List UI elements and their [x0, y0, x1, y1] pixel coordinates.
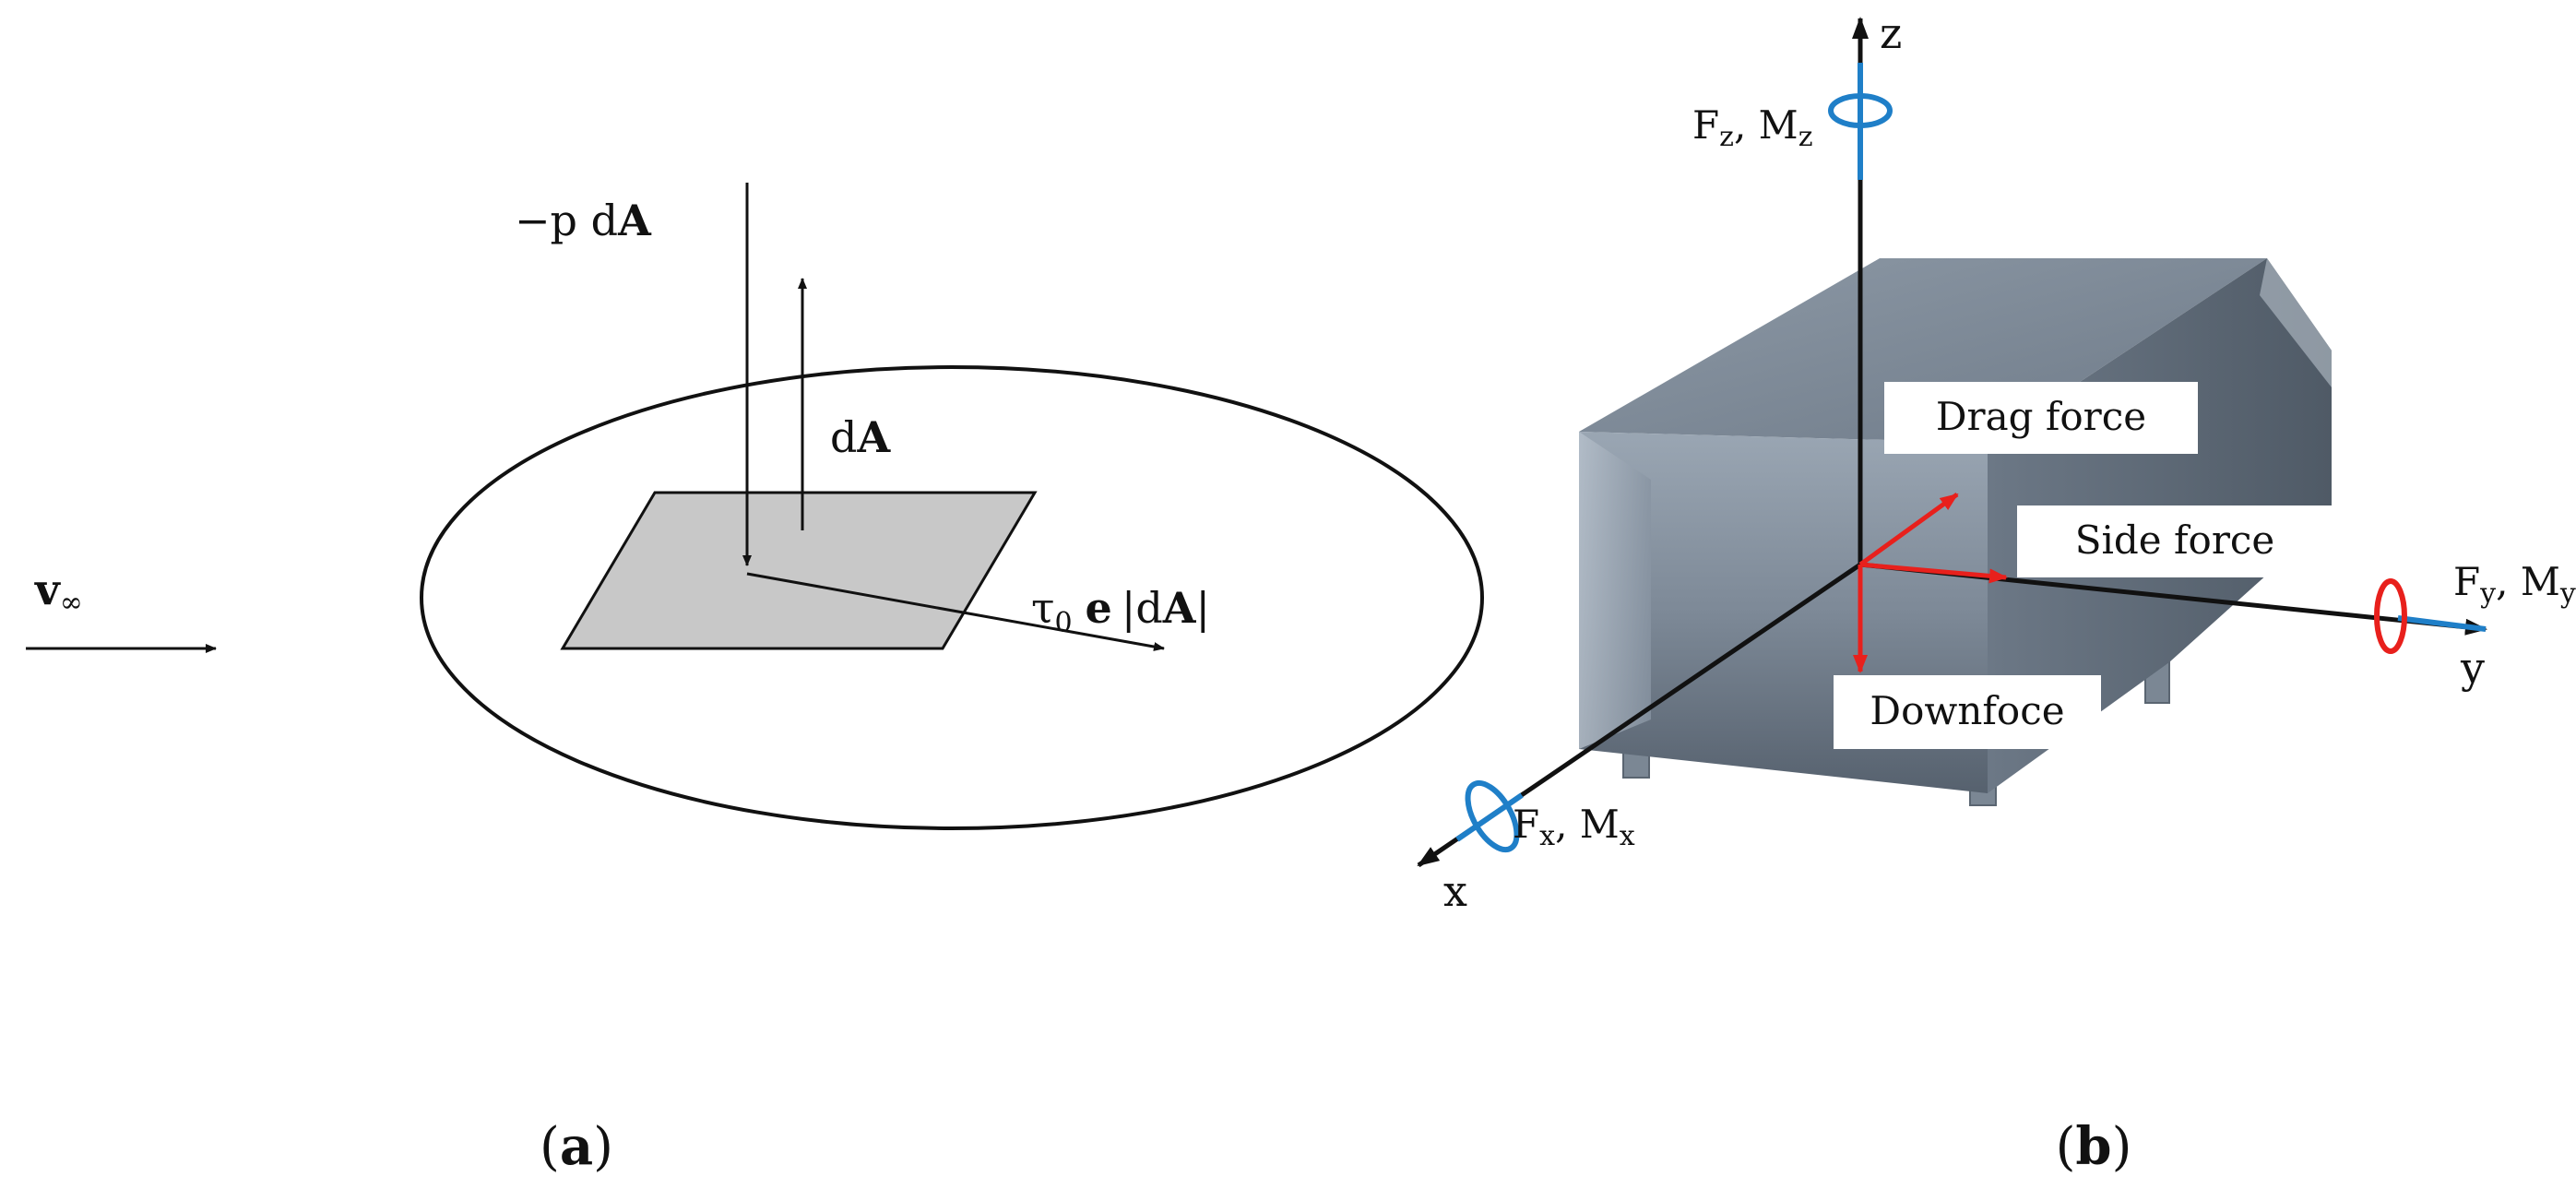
vehicle-front-chamfer — [1579, 432, 1651, 749]
x-axis-label: x — [1443, 866, 1467, 916]
freestream-label: v∞ — [34, 565, 83, 619]
vehicle-top-face — [1579, 258, 2267, 443]
moment-x-indicator — [1455, 779, 1524, 853]
vehicle-leg-right — [2144, 661, 2170, 704]
side-force-label-box — [2017, 505, 2333, 577]
pressure-force-label: −p dA — [515, 196, 652, 245]
drag-force-label-box — [1884, 382, 2198, 454]
moment-z-indicator — [1828, 63, 1893, 180]
vehicle-side-chamfer — [2260, 258, 2332, 387]
area-vector-label: dA — [830, 412, 891, 462]
panel-b-caption: (b) — [2056, 1116, 2132, 1177]
side-force-arrow — [1859, 562, 2008, 584]
side-force-label: Side force — [2075, 517, 2275, 563]
moment-y-indicator — [2374, 578, 2487, 654]
drag-force-label: Drag force — [1936, 394, 2146, 439]
moment-y-label: Fy, My — [2453, 559, 2576, 610]
z-axis-label: z — [1880, 8, 1902, 58]
drag-force-arrow — [1858, 492, 1959, 567]
panel-a-caption: (a) — [540, 1116, 613, 1177]
moment-x-label: Fx, Mx — [1513, 802, 1635, 852]
downforce-label: Downfoce — [1870, 688, 2064, 733]
control-surface-ellipse — [420, 365, 1484, 830]
panel-b: Drag force Side force Downfoce z y x Fz,… — [1417, 8, 2576, 1177]
surface-element-patch — [560, 491, 1038, 650]
downforce-label-box — [1834, 675, 2101, 749]
y-axis-label: y — [2460, 643, 2485, 693]
shear-force-arrow — [746, 572, 1165, 651]
moment-z-label: Fz, Mz — [1692, 102, 1813, 153]
